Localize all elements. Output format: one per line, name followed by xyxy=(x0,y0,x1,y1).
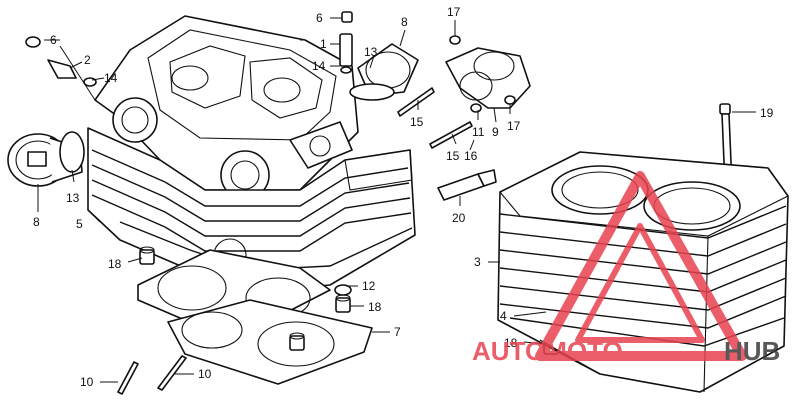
callout-19: 19 xyxy=(760,106,774,120)
callout-10: 10 xyxy=(80,375,94,389)
cylinder-head xyxy=(87,15,416,293)
callout-14: 14 xyxy=(104,71,118,85)
callout-8: 8 xyxy=(33,215,40,229)
callout-10: 10 xyxy=(198,367,212,381)
callout-18: 18 xyxy=(504,336,518,350)
callout-5: 5 xyxy=(76,217,83,231)
callout-12: 12 xyxy=(362,279,376,293)
callout-3: 3 xyxy=(474,255,481,269)
callout-14: 14 xyxy=(312,59,326,73)
callout-15: 15 xyxy=(410,115,424,129)
callout-numbers: 6 2 14 8 13 5 18 6 1 14 8 13 17 11 9 17 … xyxy=(33,5,774,389)
small-parts-top-left xyxy=(25,36,97,87)
callout-7: 7 xyxy=(394,325,401,339)
watermark-text-hub: HUB xyxy=(724,336,780,366)
studs xyxy=(117,355,187,395)
callout-2: 2 xyxy=(84,53,91,67)
studs-15 xyxy=(397,87,473,149)
tappet-cap-left xyxy=(7,131,85,187)
callout-16: 16 xyxy=(464,149,478,163)
callout-17: 17 xyxy=(507,119,521,133)
watermark-text-automoto: AUTOMOTO xyxy=(472,336,623,366)
callout-9: 9 xyxy=(492,125,499,139)
base-gasket xyxy=(167,299,373,385)
leader-lines xyxy=(37,17,756,383)
intake-manifold xyxy=(445,35,531,113)
callout-17: 17 xyxy=(447,5,461,19)
callout-15: 15 xyxy=(446,149,460,163)
callout-11: 11 xyxy=(472,125,485,139)
callout-18: 18 xyxy=(368,300,382,314)
spark-plug xyxy=(437,169,497,201)
watermark-logo: AUTOMOTO HUB xyxy=(472,171,780,366)
callout-20: 20 xyxy=(452,211,466,225)
callout-13: 13 xyxy=(364,45,378,59)
callout-6: 6 xyxy=(50,33,57,47)
callout-4: 4 xyxy=(500,309,507,323)
callout-1: 1 xyxy=(320,37,327,51)
small-parts-top-center xyxy=(339,11,353,74)
tappet-cap-right xyxy=(349,43,419,101)
callout-8: 8 xyxy=(401,15,408,29)
callout-13: 13 xyxy=(66,191,80,205)
watermark-triangle-inner xyxy=(575,223,705,343)
callout-18: 18 xyxy=(108,257,122,271)
callout-6: 6 xyxy=(316,11,323,25)
watermark-triangle xyxy=(535,171,747,361)
